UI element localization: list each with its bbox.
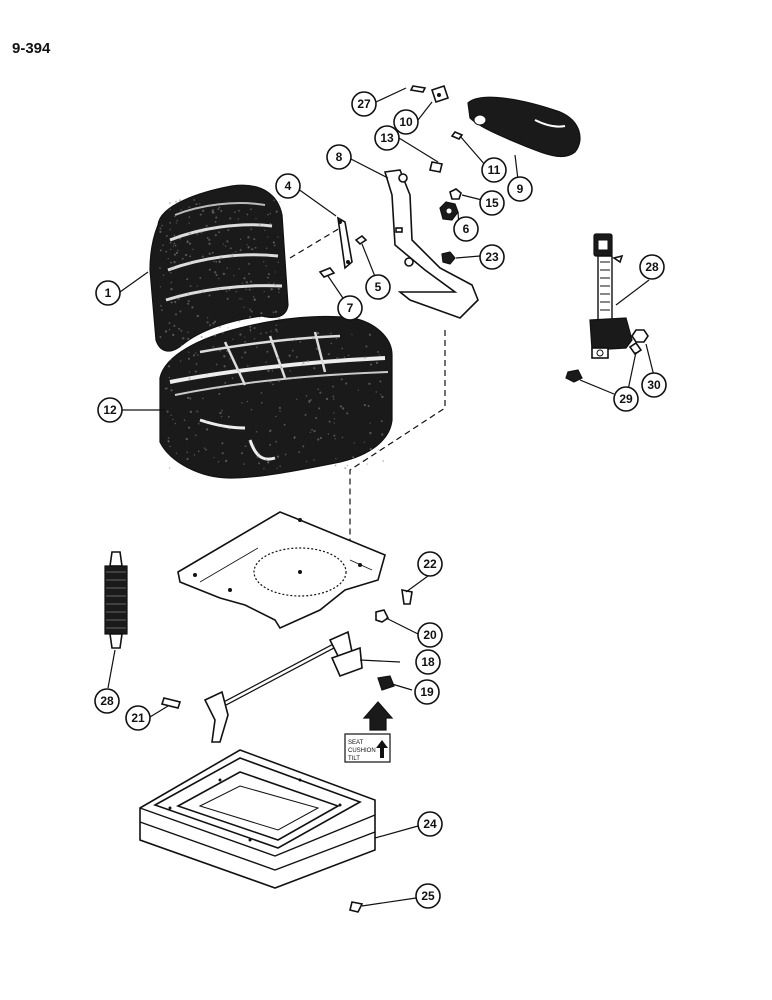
- armrest: [467, 96, 581, 158]
- svg-text:27: 27: [357, 97, 371, 111]
- svg-text:13: 13: [380, 131, 394, 145]
- callout-8: 8: [326, 144, 352, 170]
- svg-text:9: 9: [517, 182, 524, 196]
- svg-text:5: 5: [375, 280, 382, 294]
- callout-19: 19: [414, 679, 440, 705]
- callout-11: 11: [481, 157, 507, 183]
- decal-pointer: [362, 701, 394, 731]
- seat-cushion: [159, 315, 393, 479]
- nut-30: [631, 329, 649, 343]
- seat-cushion-tilt-decal: SEAT CUSHION TILT: [344, 733, 391, 763]
- pad-19: [377, 675, 395, 691]
- svg-text:28: 28: [100, 694, 114, 708]
- spring-21: [160, 697, 182, 709]
- leader-lines: [107, 87, 655, 907]
- svg-text:18: 18: [421, 655, 435, 669]
- svg-text:21: 21: [131, 711, 145, 725]
- svg-text:25: 25: [421, 889, 435, 903]
- callout-5: 5: [365, 274, 391, 300]
- callout-21: 21: [125, 705, 151, 731]
- callout-9: 9: [507, 176, 533, 202]
- screw-11: [450, 131, 464, 140]
- bolt-22: [401, 588, 413, 605]
- svg-text:4: 4: [285, 179, 292, 193]
- screw-25: [349, 901, 364, 913]
- callout-28-upper: 28: [639, 254, 665, 280]
- svg-text:19: 19: [420, 685, 434, 699]
- nut-15: [449, 188, 462, 200]
- callout-10: 10: [393, 109, 419, 135]
- svg-text:30: 30: [647, 378, 661, 392]
- svg-text:22: 22: [423, 557, 437, 571]
- seat-side-bracket: [383, 169, 479, 319]
- callout-7: 7: [337, 295, 363, 321]
- svg-text:15: 15: [485, 196, 499, 210]
- washer-29b: [565, 369, 583, 383]
- callout-25: 25: [415, 883, 441, 909]
- nut-23: [441, 251, 456, 265]
- callout-15: 15: [479, 190, 505, 216]
- svg-text:24: 24: [423, 817, 437, 831]
- callout-4: 4: [275, 173, 301, 199]
- bracket-link: [318, 216, 368, 278]
- callout-29: 29: [613, 386, 639, 412]
- svg-text:6: 6: [463, 222, 470, 236]
- svg-text:8: 8: [336, 150, 343, 164]
- page-number: 9-394: [12, 40, 51, 57]
- svg-text:29: 29: [619, 392, 633, 406]
- callout-18: 18: [415, 649, 441, 675]
- decal-line2: CUSHION: [348, 748, 376, 754]
- svg-text:10: 10: [399, 115, 413, 129]
- screw-27: [409, 85, 427, 93]
- svg-text:23: 23: [485, 250, 499, 264]
- tilt-rod: [203, 630, 363, 743]
- callout-1: 1: [95, 280, 121, 306]
- svg-text:11: 11: [488, 163, 501, 177]
- decal-line3: TILT: [348, 756, 360, 762]
- svg-text:20: 20: [423, 628, 437, 642]
- decal-line1: SEAT: [348, 740, 364, 746]
- callout-20: 20: [417, 622, 443, 648]
- callout-28-lower: 28: [94, 688, 120, 714]
- seat-belt-buckle: [589, 233, 633, 359]
- callout-22: 22: [417, 551, 443, 577]
- seat-back: [149, 184, 289, 352]
- svg-text:28: 28: [645, 260, 659, 274]
- callout-12: 12: [97, 397, 123, 423]
- suspension-bellows: [139, 749, 376, 889]
- bolt-13: [429, 161, 443, 173]
- callout-13: 13: [374, 125, 400, 151]
- callout-23: 23: [479, 244, 505, 270]
- washer-29a: [628, 341, 643, 356]
- nut-20: [375, 609, 390, 623]
- callout-6: 6: [453, 216, 479, 242]
- seat-base-plate: [177, 511, 386, 630]
- svg-text:7: 7: [347, 301, 354, 315]
- knob: [439, 201, 459, 221]
- callout-27: 27: [351, 91, 377, 117]
- svg-text:1: 1: [105, 286, 112, 300]
- callout-30: 30: [641, 372, 667, 398]
- svg-text:12: 12: [103, 403, 117, 417]
- callout-24: 24: [417, 811, 443, 837]
- spring: [104, 551, 128, 649]
- upholstery-texture: [159, 199, 385, 470]
